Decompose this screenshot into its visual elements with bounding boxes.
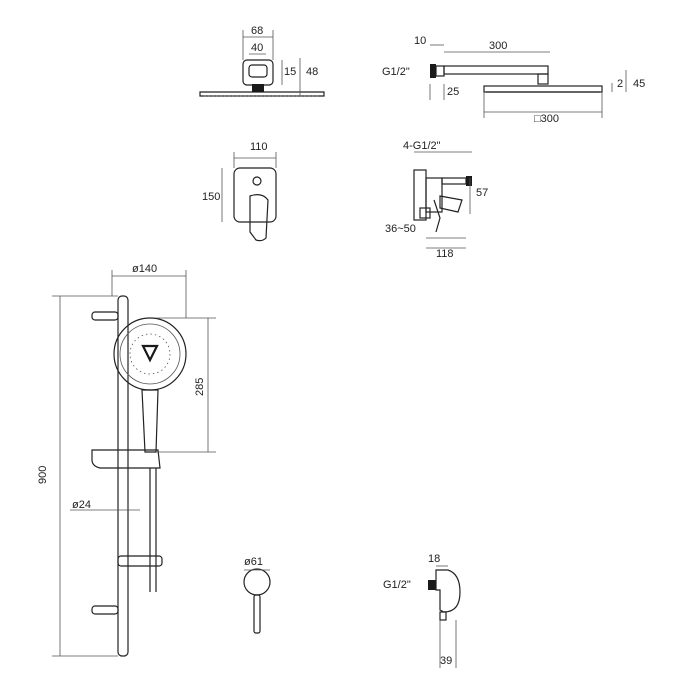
dim-arm-head-square-label: □300 [534,113,559,125]
dim-arm-head-thick-label: 2 [617,78,623,90]
dim-rail-diameter-label: ø24 [72,499,91,511]
dim-valve-depth-label: 57 [476,187,488,199]
dim-head-h2-label: 48 [306,66,318,78]
dim-arm-drop-label: 45 [633,78,645,90]
dim-valve-adjust-label: 36~50 [385,223,416,235]
wall-elbow-view: 18 G1/2" 39 [383,553,461,668]
dim-mixer-width-label: 110 [250,141,268,153]
dim-head-inner-label: 40 [251,42,263,54]
dim-valve-width-label: 118 [436,248,454,260]
shower-arm-side-view: 10 300 G1/2" 25 2 45 □300 [382,35,645,125]
diverter-knob-view: ø61 [243,556,271,634]
shower-head-top-view: 68 40 15 48 [199,25,325,97]
dim-elbow-height-label: 39 [440,655,452,667]
dim-valve-thread-label: 4-G1/2" [403,140,441,152]
dim-elbow-width-label: 18 [428,553,440,565]
dim-head-outer-label: 68 [251,25,263,37]
dim-arm-flange-label: 25 [447,86,459,98]
dim-arm-offset-label: 10 [414,35,426,47]
mixer-front-view: 110 150 [202,141,277,242]
dim-elbow-thread-label: G1/2" [383,579,411,591]
slide-rail-assembly: ø140 285 900 ø24 [37,263,216,657]
dim-mixer-height-label: 150 [202,191,220,203]
dim-arm-thread-label: G1/2" [382,66,410,78]
dim-head-h1-label: 15 [284,66,296,78]
dim-rail-height-label: 900 [37,466,49,484]
dim-knob-diameter-label: ø61 [244,556,263,568]
valve-side-view: 4-G1/2" 57 36~50 118 [385,140,488,260]
dim-hand-diameter-label: ø140 [132,263,157,275]
dim-arm-length-label: 300 [489,40,507,52]
dim-hand-length-label: 285 [194,378,206,396]
